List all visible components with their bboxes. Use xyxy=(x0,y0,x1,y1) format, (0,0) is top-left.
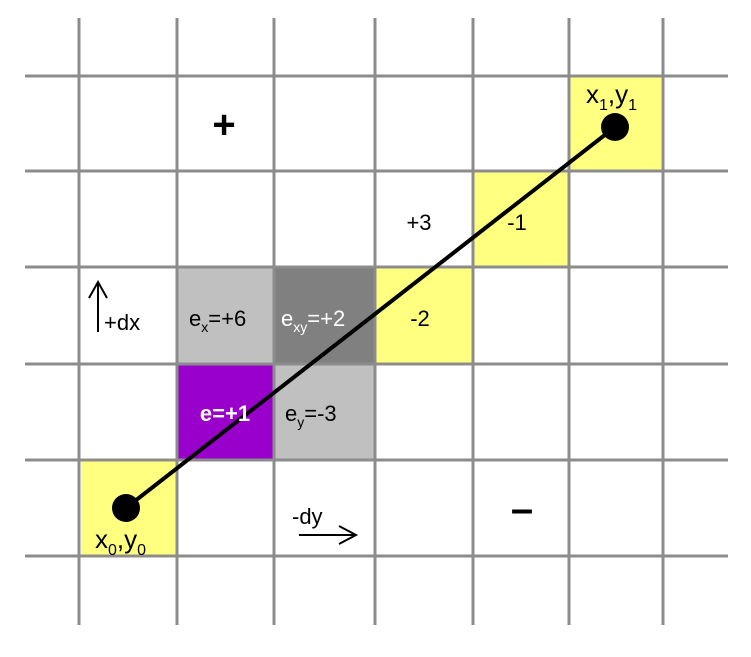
cell-exy-label: exy=+2 xyxy=(281,306,345,335)
cell-minus1-label: -1 xyxy=(507,210,527,235)
cell-exy xyxy=(274,268,375,363)
end-label: x1,y1 xyxy=(586,79,637,114)
cell-minus2-label: -2 xyxy=(410,306,430,331)
grid xyxy=(25,18,728,625)
dy-label: -dy xyxy=(292,504,323,529)
cell-e xyxy=(178,365,273,460)
cell-ex xyxy=(178,268,273,363)
start-point xyxy=(112,494,140,522)
cell-e-label: e=+1 xyxy=(200,401,250,426)
raster-line xyxy=(124,125,617,510)
up-arrow-icon xyxy=(88,279,108,332)
right-arrow-icon xyxy=(299,525,359,545)
dx-label: +dx xyxy=(104,310,140,335)
minus-sign: – xyxy=(511,487,533,531)
cell-ex-label: ex=+6 xyxy=(189,306,246,335)
cell-ey-label: ey=-3 xyxy=(285,401,337,430)
plus-sign: + xyxy=(212,103,235,147)
start-label: x0,y0 xyxy=(95,524,146,559)
cell-plus3-label: +3 xyxy=(406,210,431,235)
end-point xyxy=(601,113,629,141)
cell-minus2 xyxy=(376,268,472,363)
cell-minus1 xyxy=(474,172,568,266)
